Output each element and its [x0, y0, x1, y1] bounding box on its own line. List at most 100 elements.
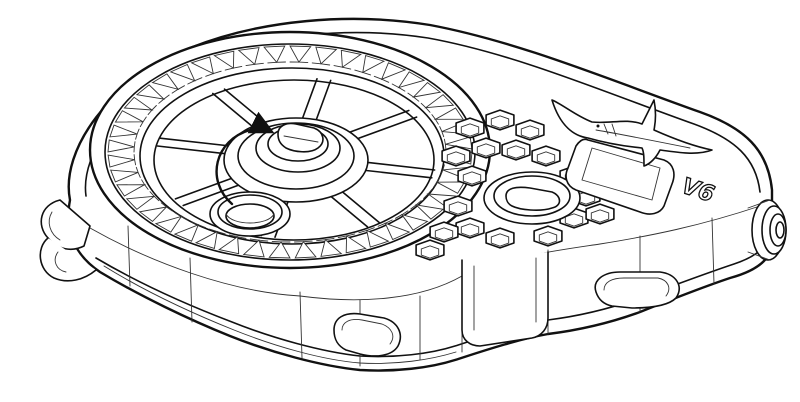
lattice-strut — [149, 191, 160, 202]
lattice-cell — [173, 223, 200, 242]
lattice-cell — [315, 46, 338, 65]
lattice-strut — [358, 227, 375, 234]
lattice-ring — [107, 45, 473, 259]
lattice-cell — [154, 215, 183, 233]
honeycomb-cell — [429, 221, 459, 243]
lattice-cell — [366, 229, 390, 248]
wheel-spoke — [324, 186, 380, 228]
lattice-strut — [316, 237, 335, 242]
lattice-cell — [400, 213, 429, 231]
wheel-spoke — [344, 109, 418, 142]
rotation-arrow — [215, 111, 275, 206]
lattice-cell — [268, 241, 291, 259]
wheel-spoke — [301, 78, 332, 123]
lattice-cell — [107, 154, 135, 168]
honeycomb-cell — [455, 117, 485, 139]
wheel-spoke — [356, 160, 436, 179]
lattice-strut — [440, 164, 445, 176]
lattice-strut — [395, 210, 409, 219]
lattice-cell — [294, 240, 317, 259]
lattice-cell — [242, 239, 265, 258]
lattice-cell — [114, 110, 144, 123]
honeycomb-cell — [533, 225, 563, 247]
honeycomb-cell — [485, 109, 515, 131]
honeycomb-cell-inner — [448, 201, 468, 215]
lattice-cell — [436, 181, 466, 194]
lattice-cell — [135, 84, 166, 100]
lattice-cell — [412, 82, 442, 98]
lattice-strut — [439, 126, 445, 138]
lattice-strut — [187, 77, 203, 85]
honeycomb-cell — [501, 139, 531, 161]
lattice-cell — [424, 94, 455, 109]
lattice-strut — [224, 65, 243, 71]
lattice-strut — [443, 138, 447, 150]
lattice-cell — [110, 169, 139, 183]
honeycomb-cell-inner — [490, 233, 510, 247]
shark-logo — [551, 99, 713, 167]
lattice-cell — [116, 184, 147, 197]
lattice-cell — [263, 45, 286, 64]
lattice-strut — [174, 212, 189, 221]
honeycomb-cell-inner — [434, 227, 454, 241]
lattice-strut — [158, 94, 170, 104]
lattice-strut — [420, 102, 431, 113]
honeycomb-cell-inner — [462, 171, 482, 185]
honeycomb-cell-inner — [520, 125, 540, 139]
lattice-strut — [190, 221, 207, 229]
lattice-strut — [311, 62, 331, 66]
honeycomb-cell-inner — [506, 145, 526, 159]
lattice-strut — [373, 75, 390, 83]
lattice-strut — [267, 61, 286, 64]
honeycomb-cell-inner — [446, 151, 466, 165]
lattice-strut — [228, 234, 247, 239]
honeycomb-cell — [485, 227, 515, 249]
lattice-strut — [171, 85, 185, 94]
side-slot-right — [594, 271, 680, 309]
lattice-strut — [289, 61, 309, 64]
lattice-strut — [133, 141, 136, 153]
oval-window — [483, 171, 581, 225]
lattice-cell — [190, 56, 214, 75]
honeycomb-cell — [441, 145, 471, 167]
lattice-strut — [431, 114, 439, 125]
honeycomb-cell-inner — [476, 143, 496, 157]
lattice-cell — [380, 62, 407, 81]
lattice-cell — [289, 45, 312, 63]
lattice-strut — [391, 83, 406, 92]
lattice-strut — [141, 179, 149, 190]
lattice-cell — [397, 71, 426, 89]
lattice-strut — [423, 188, 433, 199]
wheel-spoke — [174, 174, 248, 207]
lattice-cell — [169, 63, 196, 82]
lattice-cell — [414, 204, 445, 220]
honeycomb-cell — [515, 119, 545, 141]
lattice-strut — [249, 238, 269, 242]
honeycomb-cell-inner — [536, 151, 556, 165]
lattice-strut — [337, 233, 356, 239]
side-slot-left — [333, 312, 402, 357]
left-mounting-tab — [39, 199, 97, 282]
lattice-cell — [218, 235, 240, 255]
honeycomb-cell — [415, 239, 445, 261]
honeycomb-cell — [457, 165, 487, 187]
lattice-strut — [135, 128, 140, 140]
lattice-strut — [410, 200, 422, 210]
side-port-fitting — [747, 199, 787, 261]
lattice-cell — [340, 49, 362, 69]
lattice-cell — [109, 124, 138, 138]
lattice-strut — [208, 228, 226, 235]
honeycomb-cell-inner — [460, 223, 480, 237]
honeycomb-cell-inner — [590, 209, 610, 223]
lattice-cell — [320, 238, 343, 257]
lattice-cell — [125, 195, 156, 210]
lattice-strut — [245, 62, 264, 67]
lattice-strut — [333, 65, 352, 70]
wheel-spoke — [156, 137, 236, 156]
lattice-strut — [160, 202, 173, 212]
lattice-cell — [107, 139, 135, 153]
lattice-cell — [433, 107, 464, 120]
lattice-cell — [213, 50, 235, 69]
